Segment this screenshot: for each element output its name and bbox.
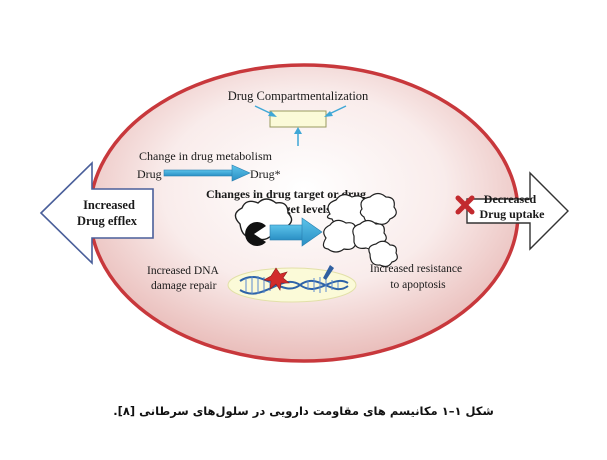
blocked-x-icon xyxy=(455,195,475,215)
uptake-arrow xyxy=(466,171,569,251)
dna-double-helix xyxy=(239,276,349,295)
metabolism-drug-star: Drug* xyxy=(250,167,281,181)
compartmentalization-label: Drug Compartmentalization xyxy=(228,89,369,103)
target-arrow-head xyxy=(301,217,323,247)
arrow-in-bottom-head xyxy=(294,127,302,134)
dna-repair-line1: Increased DNA xyxy=(147,265,220,277)
dna-damage-star xyxy=(263,267,290,291)
target-cloud-cluster xyxy=(322,192,398,268)
repair-enzyme-arrow xyxy=(323,265,334,280)
uptake-line2: Drug uptake xyxy=(479,207,545,221)
target-arrow-shaft xyxy=(269,224,305,241)
target-label-line1: Changes in drug target or drug xyxy=(206,187,366,201)
metabolism-arrow-shaft xyxy=(163,169,235,177)
vesicle-box xyxy=(269,110,327,128)
dna-repair-line2: damage repair xyxy=(151,280,217,292)
metabolism-drug: Drug xyxy=(137,167,162,181)
arrow-in-left-head xyxy=(268,111,277,117)
efflux-line1: Increased xyxy=(83,198,135,212)
uptake-line1: Decreased xyxy=(484,192,537,206)
arrow-in-right-head xyxy=(324,111,333,117)
target-pacman xyxy=(245,221,266,247)
metabolism-title: Change in drug metabolism xyxy=(139,149,273,163)
efflux-line2: Drug efflex xyxy=(77,214,138,228)
apoptosis-line1: Increased resistance xyxy=(370,263,462,275)
figure-caption: شکل ۱–۱ مکانیسم های مقاومت دارویی در سلو… xyxy=(113,404,494,418)
efflux-arrow xyxy=(39,161,154,265)
metabolism-arrow-head xyxy=(231,164,251,182)
apoptosis-line2: to apoptosis xyxy=(390,279,446,291)
dna-oval xyxy=(227,267,357,303)
